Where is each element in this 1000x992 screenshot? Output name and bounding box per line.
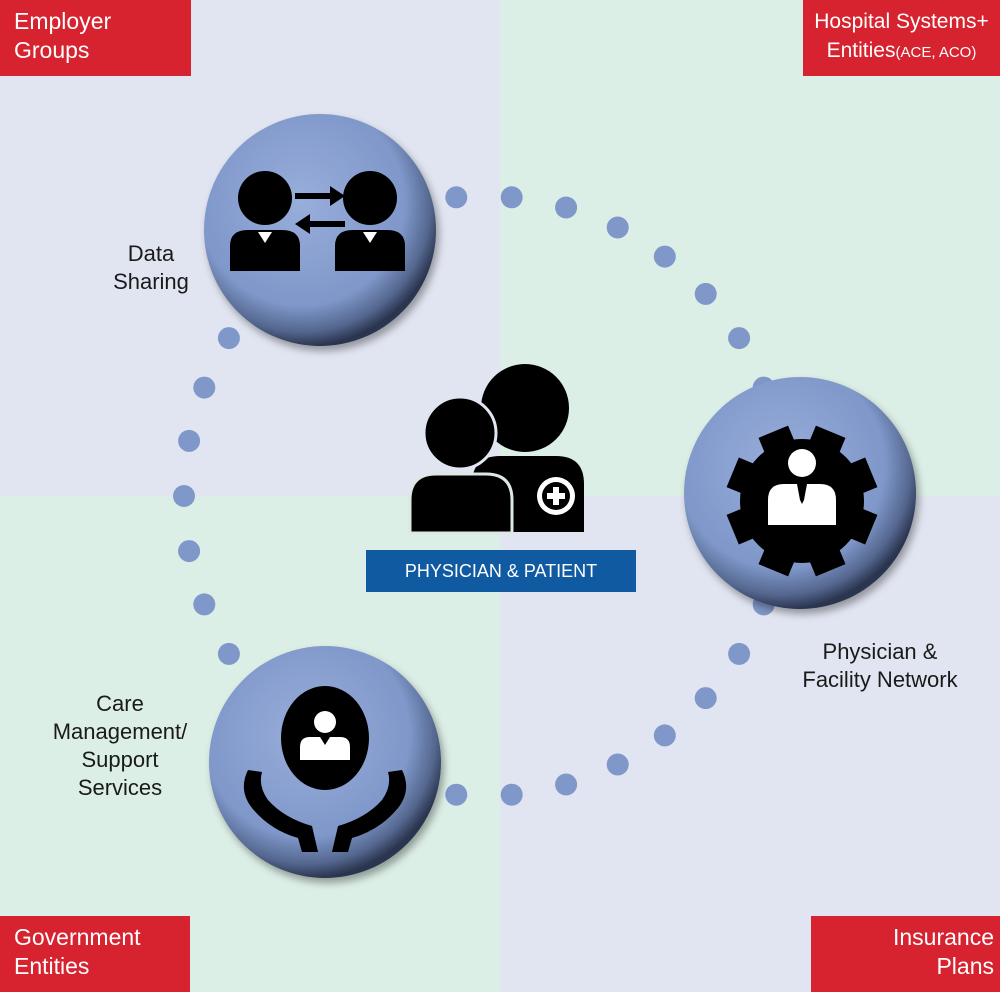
ring-dot — [217, 642, 240, 665]
ring-dot — [728, 327, 751, 350]
ring-dot — [500, 783, 523, 806]
government-entities-tag: Government Entities — [0, 916, 190, 992]
insurance-plans-label-line2: Plans — [936, 953, 994, 979]
data-sharing-caption: Data Sharing — [96, 240, 206, 296]
ring-dot — [500, 186, 523, 209]
gear-person-icon — [726, 425, 878, 577]
ring-dot — [653, 245, 676, 268]
ring-dot — [445, 186, 468, 209]
ring-dot — [728, 642, 751, 665]
hospital-systems-label-line1: Hospital Systems+ — [814, 10, 989, 33]
network-caption: Physician & Facility Network — [770, 638, 990, 694]
hospital-systems-tag: Hospital Systems+ Entities(ACE, ACO) — [803, 0, 1000, 76]
network-node — [684, 377, 916, 609]
government-entities-label-line1: Government — [14, 924, 141, 950]
ring-dot — [694, 687, 717, 710]
ring-dot — [178, 429, 201, 452]
hands-holding-person-icon — [243, 686, 407, 852]
two-people-exchange-icon — [230, 171, 405, 271]
care-caption-line3: Support — [81, 747, 159, 772]
ring-dot — [217, 327, 240, 350]
ring-dot — [555, 196, 578, 219]
ring-dot — [555, 773, 578, 796]
data-sharing-node — [204, 114, 436, 346]
data-sharing-circle — [204, 114, 436, 346]
hospital-systems-label-small: (ACE, ACO) — [895, 44, 977, 61]
data-sharing-caption-line2: Sharing — [113, 269, 189, 294]
physician-patient-label: PHYSICIAN & PATIENT — [366, 550, 636, 592]
network-caption-line2: Facility Network — [802, 667, 958, 692]
ring-dot — [173, 485, 195, 507]
care-caption: Care Management/ Support Services — [30, 690, 210, 802]
employer-groups-label: Employer Groups — [14, 8, 112, 63]
physician-patient-icon — [408, 364, 584, 535]
ring-dot — [606, 216, 629, 239]
network-caption-line1: Physician & — [822, 639, 938, 664]
care-node — [209, 646, 441, 878]
care-caption-line2: Management/ — [52, 719, 188, 744]
ring-dot — [606, 753, 629, 776]
hospital-systems-label-line2: Entities — [826, 39, 896, 62]
care-caption-line1: Care — [96, 691, 144, 716]
care-caption-line4: Services — [77, 775, 163, 800]
ring-dot — [445, 783, 468, 806]
ring-dot — [178, 540, 201, 563]
ring-dot — [193, 593, 216, 616]
insurance-plans-tag: Insurance Plans — [811, 916, 1000, 992]
government-entities-label-line2: Entities — [14, 953, 90, 979]
ring-dot — [653, 724, 676, 747]
ring-dot — [193, 376, 216, 399]
data-sharing-caption-line1: Data — [127, 241, 175, 266]
ring-dot — [694, 282, 717, 305]
insurance-plans-label-line1: Insurance — [892, 924, 994, 950]
employer-groups-tag: Employer Groups — [0, 0, 191, 76]
